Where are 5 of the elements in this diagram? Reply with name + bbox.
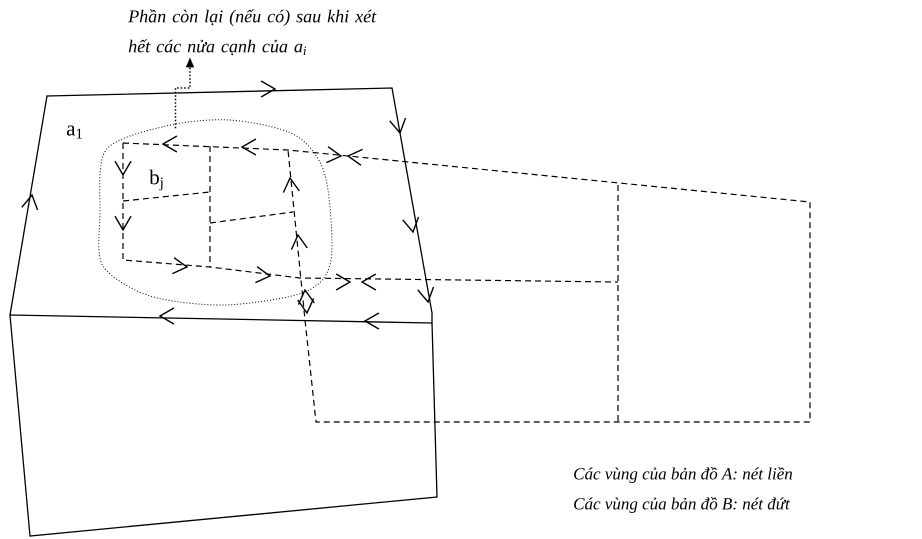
part-label: b$_{j}$ — [149, 170, 163, 190]
dotted-region — [98, 119, 332, 306]
note-text: Các vùng của bản đồ A: nét liền — [574, 467, 792, 483]
note-text: Các vùng của bản đồ B: nét đứt — [574, 497, 790, 513]
caption-text: Phần còn lại (nếu có) sau khi xét hết các nửa cạnh của a$_{i}$ — [128, 9, 376, 56]
